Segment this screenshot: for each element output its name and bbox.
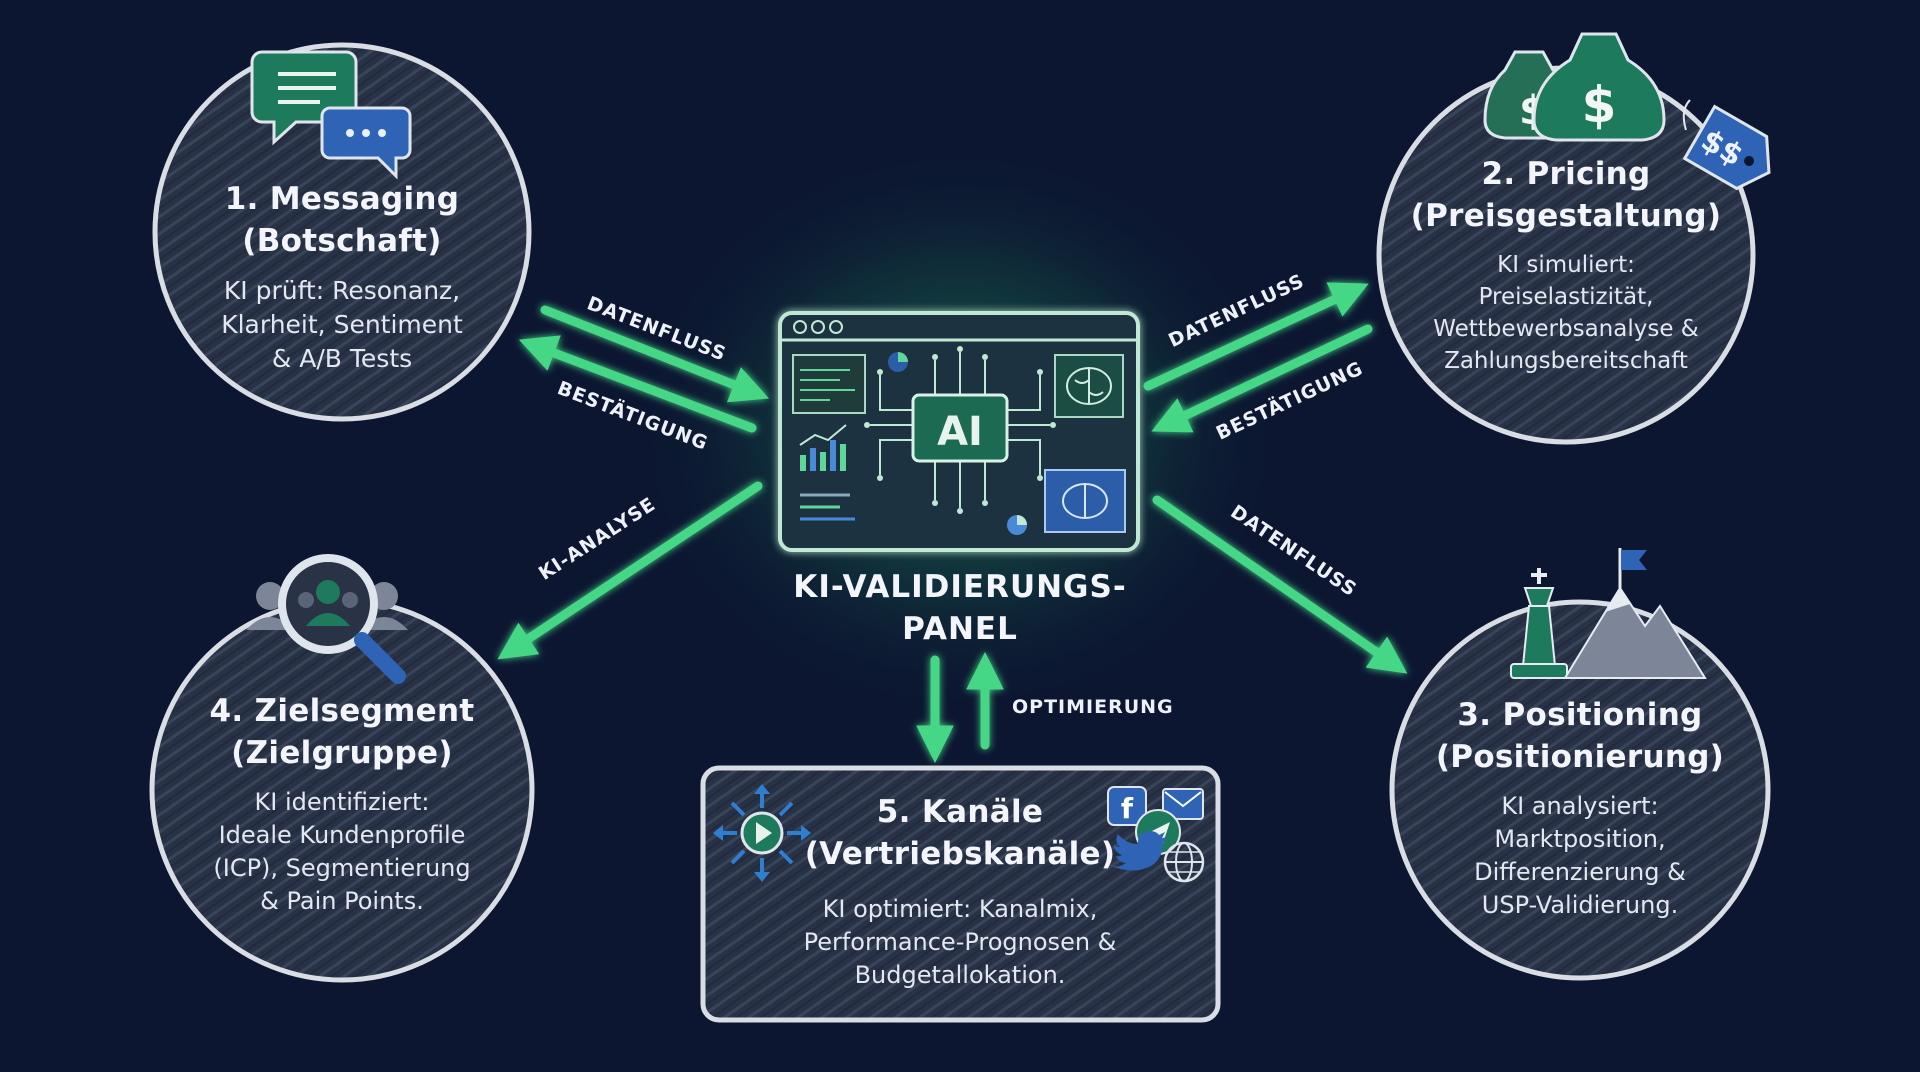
arrow-messaging-to-panel: [540, 305, 770, 403]
node-zielsegment-title-line2: (Zielgruppe): [231, 735, 453, 771]
node-messaging-title-line1: 1. Messaging: [224, 181, 460, 217]
desc-line: Preiselastizität,: [1478, 284, 1654, 310]
arrow-panel-to-messaging: [518, 335, 757, 433]
node-pricing-desc: KI simuliert: Preiselastizität, Wettbewe…: [1396, 249, 1736, 377]
node-zielsegment-desc: KI identifiziert: Ideale Kundenprofile (…: [172, 786, 512, 918]
money-bags-icon: $ $: [1483, 32, 1666, 142]
panel-title-line1: KI-VALIDIERUNGS-: [793, 569, 1127, 605]
node-messaging-desc: KI prüft: Resonanz, Klarheit, Sentiment …: [182, 274, 502, 376]
node-positioning-desc: KI analysiert: Marktposition, Differenzi…: [1410, 790, 1750, 922]
desc-line: Differenzierung &: [1474, 858, 1686, 886]
desc-line: Klarheit, Sentiment: [221, 310, 463, 339]
panel-title: KI-VALIDIERUNGS- PANEL: [760, 566, 1160, 650]
arrow-pricing-to-panel: [1151, 324, 1373, 433]
node-positioning: 3. Positioning (Positionierung) KI analy…: [1410, 694, 1750, 922]
mountain-flag-icon: [1563, 548, 1707, 679]
node-positioning-title-line1: 3. Positioning: [1457, 697, 1703, 733]
node-pricing-title-line1: 2. Pricing: [1481, 156, 1651, 192]
arrow-panel-to-positioning: [1152, 495, 1408, 674]
svg-text:$: $: [1582, 76, 1617, 134]
price-tag-string: [1682, 99, 1691, 131]
desc-line: (ICP), Segmentierung: [213, 854, 471, 882]
arrow-panel-to-pricing: [1143, 282, 1369, 391]
node-kanaele-title-line1: 5. Kanäle: [876, 794, 1044, 830]
pie-chart-icon: [1007, 515, 1027, 535]
node-messaging: 1. Messaging (Botschaft) KI prüft: Reson…: [182, 178, 502, 376]
desc-line: Performance-Prognosen &: [803, 928, 1117, 956]
flow-label-kanaele-in: OPTIMIERUNG: [1012, 696, 1174, 718]
desc-line: Ideale Kundenprofile: [218, 821, 466, 849]
email-icon: [1162, 788, 1204, 820]
arrow-panel-to-zielsegment: [497, 481, 763, 660]
share-arrows-icon: [713, 784, 811, 882]
desc-line: USP-Validierung.: [1481, 891, 1679, 919]
desc-line: Wettbewerbsanalyse &: [1433, 316, 1699, 342]
desc-line: KI analysiert:: [1501, 792, 1659, 820]
node-zielsegment: 4. Zielsegment (Zielgruppe) KI identifiz…: [172, 690, 512, 918]
node-kanaele-title-line2: (Vertriebskanäle): [804, 836, 1116, 872]
desc-line: KI optimiert: Kanalmix,: [822, 895, 1098, 923]
twitter-icon: [1110, 831, 1168, 871]
node-pricing-title-line2: (Preisgestaltung): [1410, 198, 1722, 234]
node-kanaele-desc: KI optimiert: Kanalmix, Performance-Prog…: [740, 893, 1180, 992]
desc-line: & Pain Points.: [260, 887, 424, 915]
panel-title-line2: PANEL: [902, 611, 1018, 647]
node-pricing: 2. Pricing (Preisgestaltung) KI simulier…: [1396, 153, 1736, 377]
node-kanaele-box: [700, 765, 1221, 1023]
node-positioning-title-line2: (Positionierung): [1435, 739, 1725, 775]
svg-text:f: f: [1121, 792, 1134, 825]
desc-line: KI simuliert:: [1497, 252, 1635, 278]
ai-chip-label: AI: [937, 409, 983, 455]
node-messaging-title-line2: (Botschaft): [242, 223, 442, 259]
chat-bubbles-icon: [250, 50, 412, 180]
desc-line: Budgetallokation.: [854, 961, 1066, 989]
desc-line: Marktposition,: [1494, 825, 1666, 853]
desc-line: KI identifiziert:: [254, 788, 430, 816]
ai-panel: [778, 311, 1140, 552]
desc-line: KI prüft: Resonanz,: [223, 276, 461, 305]
node-messaging-circle: [152, 42, 532, 422]
chess-king-icon: [1510, 568, 1568, 679]
node-positioning-circle: [1389, 599, 1771, 981]
flow-arrows: [497, 282, 1408, 764]
desc-line: & A/B Tests: [271, 344, 413, 373]
brain-icon: [1054, 354, 1124, 418]
price-tag-icon: $$: [1682, 104, 1771, 191]
facebook-icon: f: [1107, 786, 1147, 826]
magnifier-people-icon: [246, 554, 408, 684]
bar-chart-icon: [799, 424, 847, 471]
desc-line: Zahlungsbereitschaft: [1444, 348, 1688, 374]
node-kanaele: 5. Kanäle (Vertriebskanäle): [800, 791, 1120, 875]
globe-icon: [1163, 841, 1205, 883]
node-zielsegment-title-line1: 4. Zielsegment: [209, 693, 475, 729]
